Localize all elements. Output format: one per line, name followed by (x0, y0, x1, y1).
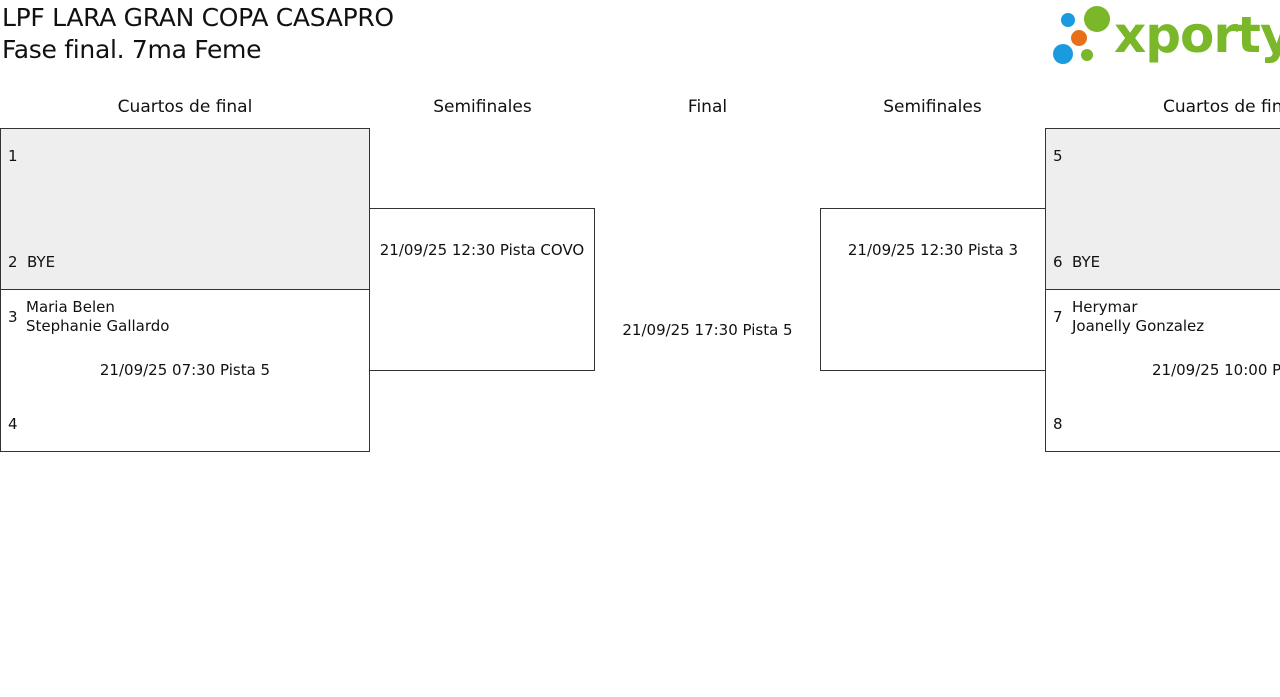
page-subtitle: Fase final. 7ma Feme (2, 35, 262, 64)
match-schedule: 21/09/25 12:30 Pista 3 (847, 241, 1019, 259)
match-left-semifinal[interactable]: 21/09/25 12:30 Pista COVO (369, 208, 595, 371)
logo-wordmark: xporty (1114, 6, 1280, 64)
seed-number: 8 (1053, 415, 1063, 433)
round-title-right-semis: Semifinales (883, 97, 982, 117)
team-name-line2: Stephanie Gallardo (26, 317, 170, 335)
match-right-qf1[interactable]: 5 6 BYE (1045, 128, 1280, 290)
seed-number: 1 (8, 147, 18, 165)
seed-number: 2 (8, 253, 18, 271)
team-name-bye: BYE (1072, 253, 1101, 271)
seed-number: 4 (8, 415, 18, 433)
page-title: LPF LARA GRAN COPA CASAPRO (2, 3, 394, 32)
team-name-line1: Herymar (1072, 298, 1138, 316)
final-schedule: 21/09/25 17:30 Pista 5 (622, 321, 793, 339)
logo-dots-icon (1053, 6, 1110, 64)
match-left-qf1[interactable]: 1 2 BYE (0, 128, 370, 290)
team-name-bye: BYE (27, 253, 56, 271)
seed-number: 5 (1053, 147, 1063, 165)
seed-number: 7 (1053, 308, 1063, 326)
team-name-line2: Joanelly Gonzalez (1072, 317, 1205, 335)
match-schedule: 21/09/25 10:00 Pista (1152, 361, 1280, 379)
match-left-qf2[interactable]: 3 Maria Belen Stephanie Gallardo 21/09/2… (0, 289, 370, 452)
match-schedule: 21/09/25 12:30 Pista COVO (379, 241, 585, 259)
match-right-qf2[interactable]: 7 Herymar Joanelly Gonzalez 21/09/25 10:… (1045, 289, 1280, 452)
round-title-right-quarters: Cuartos de final (1163, 97, 1280, 117)
round-title-final: Final (687, 97, 728, 117)
seed-number: 6 (1053, 253, 1063, 271)
match-right-semifinal[interactable]: 21/09/25 12:30 Pista 3 (820, 208, 1046, 371)
xporty-logo: xporty (1050, 2, 1280, 68)
seed-number: 3 (8, 308, 18, 326)
match-schedule: 21/09/25 07:30 Pista 5 (99, 361, 271, 379)
round-title-left-semis: Semifinales (433, 97, 532, 117)
team-name-line1: Maria Belen (26, 298, 115, 316)
round-title-left-quarters: Cuartos de final (117, 97, 253, 117)
